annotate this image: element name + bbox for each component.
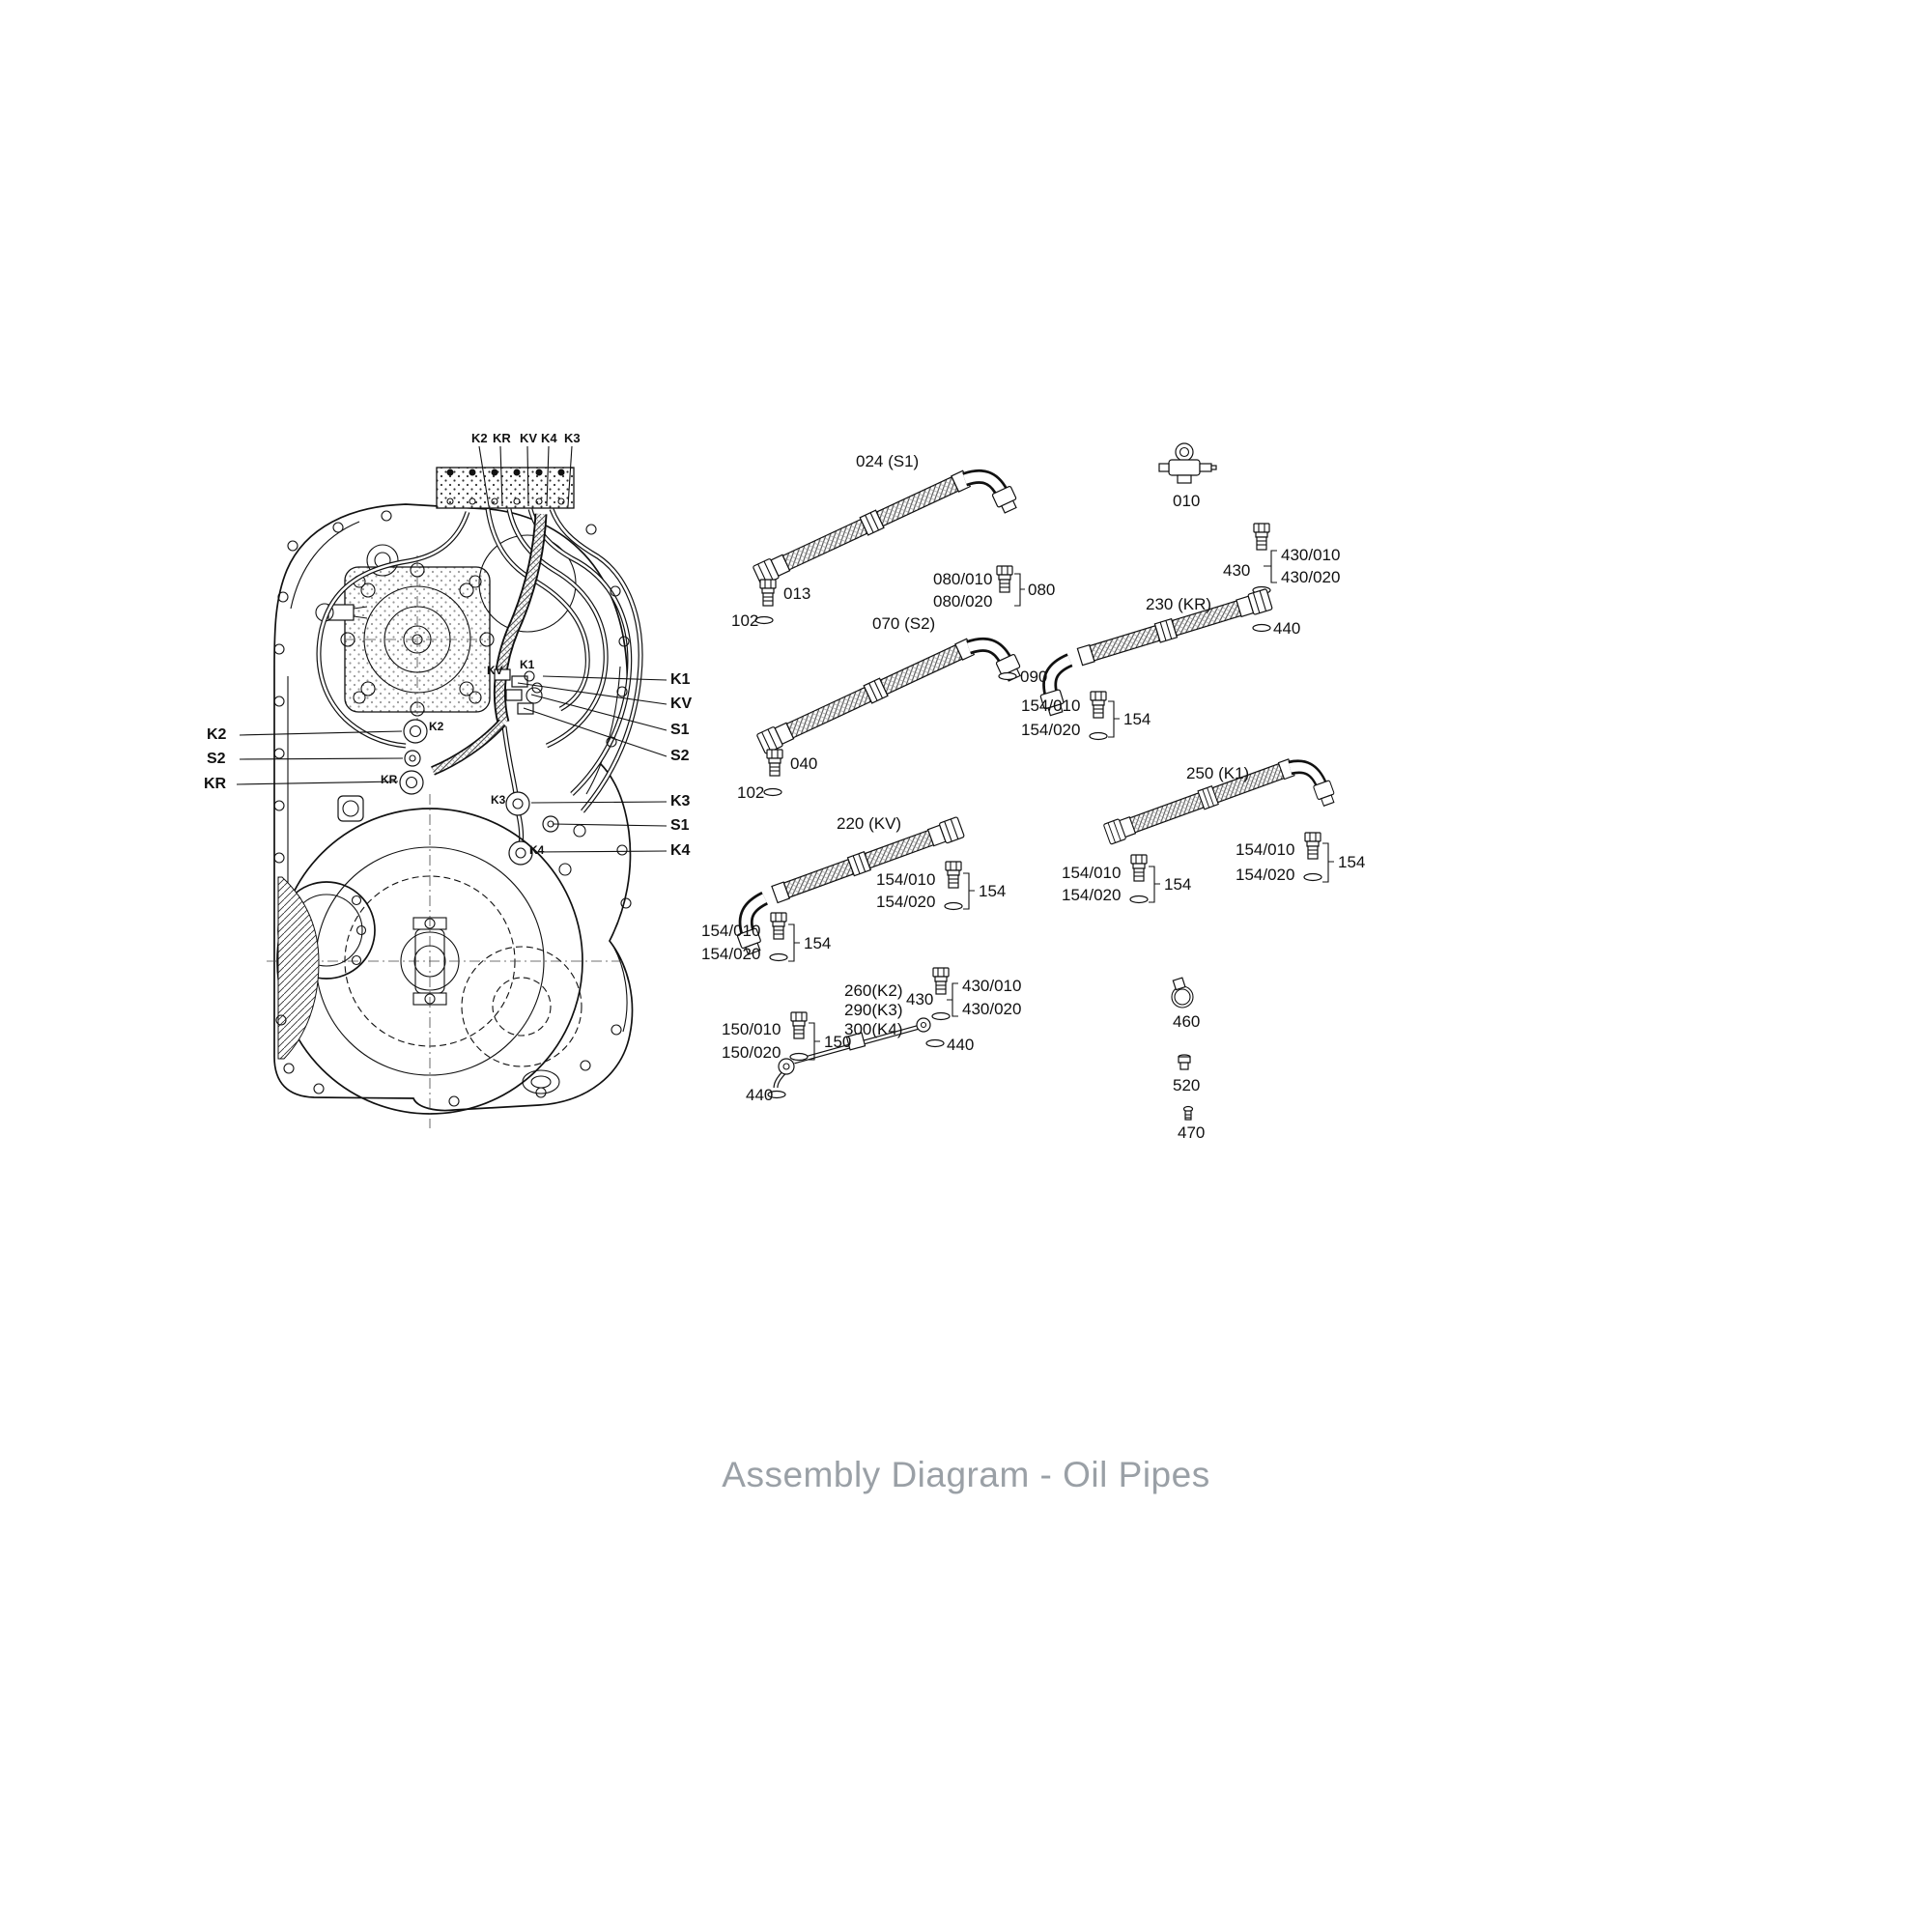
bracket-154 — [1322, 842, 1334, 883]
label-s2: S2 — [207, 751, 226, 767]
label-k3: K3 — [564, 431, 581, 445]
label-260-k2-: 260(K2) — [844, 981, 903, 1000]
gearbox-housing-drawing — [236, 445, 668, 1128]
bracket-430 — [947, 982, 958, 1017]
label-290-k3-: 290(K3) — [844, 1001, 903, 1019]
cap-520-icon — [1178, 1054, 1191, 1070]
label-440: 440 — [746, 1086, 774, 1104]
label-k4: K4 — [541, 431, 557, 445]
label-102: 102 — [731, 611, 759, 630]
page-title: Assembly Diagram - Oil Pipes — [722, 1455, 1210, 1494]
zf-logo-badge — [337, 795, 364, 822]
label-154: 154 — [979, 882, 1007, 900]
label-024-s1-: 024 (S1) — [856, 452, 920, 470]
label-kr: KR — [381, 773, 398, 786]
connector-block — [436, 467, 575, 509]
pump-cover — [340, 555, 495, 723]
label-154-020: 154/020 — [876, 893, 936, 911]
label-430-020: 430/020 — [962, 1000, 1022, 1018]
pipe-260-290-300 — [773, 1017, 931, 1089]
label-k3: K3 — [670, 793, 691, 810]
label-154: 154 — [1123, 710, 1151, 728]
label-250-k1-: 250 (K1) — [1186, 764, 1250, 782]
label-k2: K2 — [207, 726, 227, 743]
label-154-020: 154/020 — [701, 945, 761, 963]
label-154-010: 154/010 — [701, 922, 761, 940]
label-220-kv-: 220 (KV) — [837, 814, 902, 833]
clamp-460-icon — [1171, 977, 1194, 1009]
label-430: 430 — [906, 990, 934, 1009]
label-470: 470 — [1178, 1123, 1206, 1142]
label-430-010: 430/010 — [1281, 546, 1341, 564]
label-154-020: 154/020 — [1021, 721, 1081, 739]
label-154-010: 154/010 — [1062, 864, 1122, 882]
parts-exploded-view — [724, 442, 1337, 1121]
label-150: 150 — [824, 1033, 852, 1051]
label-k2: K2 — [471, 431, 488, 445]
label-k3: K3 — [491, 793, 506, 807]
label-s2: S2 — [670, 748, 690, 764]
label-440: 440 — [947, 1036, 975, 1054]
label-010: 010 — [1173, 492, 1201, 510]
label-154: 154 — [1338, 853, 1366, 871]
label-s1: S1 — [670, 817, 690, 834]
label-080-020: 080/020 — [933, 592, 993, 611]
bolt-holes — [273, 510, 632, 1107]
label-300-k4-: 300(K4) — [844, 1020, 903, 1038]
label-150-010: 150/010 — [722, 1020, 781, 1038]
label-460: 460 — [1173, 1012, 1201, 1031]
label-k1: K1 — [520, 658, 535, 671]
label-230-kr-: 230 (KR) — [1146, 595, 1212, 613]
label-090: 090 — [1020, 668, 1048, 686]
label-k4: K4 — [529, 843, 545, 857]
label-154-020: 154/020 — [1236, 866, 1295, 884]
leader-lines — [236, 445, 668, 853]
label-kr: KR — [204, 776, 227, 792]
label-080-010: 080/010 — [933, 570, 993, 588]
label-080: 080 — [1028, 581, 1056, 599]
valve-010-icon — [1158, 442, 1217, 484]
label-kv: KV — [487, 664, 503, 677]
label-440: 440 — [1273, 619, 1301, 638]
label-k4: K4 — [670, 842, 691, 859]
label-040: 040 — [790, 754, 818, 773]
label-013: 013 — [783, 584, 811, 603]
housing-oil-pipes — [316, 508, 643, 845]
left-flange — [277, 876, 376, 1060]
label-520: 520 — [1173, 1076, 1201, 1094]
label-102: 102 — [737, 783, 765, 802]
label-430-010: 430/010 — [962, 977, 1022, 995]
label-154-010: 154/010 — [1236, 840, 1295, 859]
clutch-ports — [399, 687, 559, 866]
label-154-020: 154/020 — [1062, 886, 1122, 904]
label-kr: KR — [493, 431, 511, 445]
label-154: 154 — [1164, 875, 1192, 894]
label-kv: KV — [670, 696, 693, 712]
label-s1: S1 — [670, 722, 690, 738]
bracket-080 — [1014, 573, 1025, 607]
bracket-150 — [809, 1022, 820, 1061]
label-k1: K1 — [670, 671, 691, 688]
label-kv: KV — [520, 431, 538, 445]
bracket-154 — [963, 872, 975, 910]
label-430-020: 430/020 — [1281, 568, 1341, 586]
label-154-010: 154/010 — [876, 870, 936, 889]
bracket-430 — [1264, 550, 1277, 583]
bracket-154 — [1108, 700, 1120, 738]
label-154-010: 154/010 — [1021, 696, 1081, 715]
label-070-s2-: 070 (S2) — [872, 614, 936, 633]
screw-470-icon — [1182, 1105, 1194, 1121]
label-k2: K2 — [429, 720, 444, 733]
label-154: 154 — [804, 934, 832, 952]
bracket-154 — [1149, 866, 1160, 903]
label-150-020: 150/020 — [722, 1043, 781, 1062]
bracket-154 — [788, 923, 800, 962]
label-430: 430 — [1223, 561, 1251, 580]
